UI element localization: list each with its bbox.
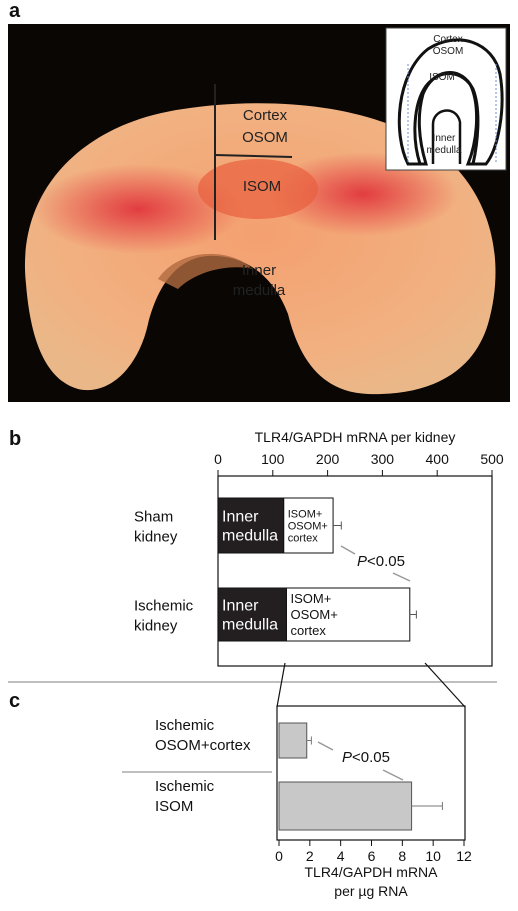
chart-c-bar-1 [278,781,413,831]
chart-c-tick-label: 2 [306,848,314,864]
chart-b-annotation-connector-lower [392,572,411,582]
chart-b-tick-label: 300 [371,451,395,467]
osom-label: OSOM [242,129,288,146]
cortex-label: Cortex [243,107,288,124]
zoom-line-left [276,662,286,708]
chart-b-annotation: P<0.05 [340,545,411,582]
chart-c-category-0-line2: OSOM+cortex [155,737,251,754]
chart-c-tick-label: 10 [425,848,441,864]
inset-osom-label: OSOM [433,46,464,57]
chart-b-bar-outer-zones [286,587,411,642]
chart-b-tick-label: 500 [480,451,504,467]
horizontal-divider-line [214,154,293,158]
chart-b-tick-label: 400 [426,451,450,467]
chart-b-ticks: 0 100 200 300 400 500 [214,451,504,476]
chart-b-bar-label-1-1-line1: ISOM+ [291,591,332,606]
chart-b-bar-label-0-1-line1: ISOM+ [288,508,323,520]
chart-c-tick-label: 6 [368,848,376,864]
chart-b-tick-label: 0 [214,451,222,467]
chart-b: TLR4/GAPDH mRNA per kidney 0 100 200 300 400… [134,429,504,667]
chart-b-bars: InnermedullaISOM+OSOM+cortexInnermedulla… [217,497,417,642]
chart-b-category-1-line1: Ischemic [134,598,194,615]
panel-a-label: a [9,0,21,22]
chart-b-bar-label-1-0-line1: Inner [222,598,259,615]
isom-red-band-center [198,159,318,219]
inset-papilla-outline [431,109,462,164]
chart-b-category-0-line2: kidney [134,529,178,546]
isom-red-band-right [268,152,458,236]
chart-c-annotation-connector-upper [317,741,334,751]
zoom-line-right [424,662,466,708]
chart-b-bar-inner-medulla [217,587,287,642]
chart-b-bar-label-0-0-line1: Inner [222,509,259,526]
chart-c-category-1-line1: Ischemic [155,778,215,795]
chart-b-category-1-line2: kidney [134,618,178,635]
chart-c-category-1-line2: ISOM [155,798,193,815]
inner-medulla-label-line1: Inner [242,262,276,279]
chart-c-xlabel-line1: TLR4/GAPDH mRNA [304,864,438,880]
panel-b-label: b [9,428,22,450]
chart-b-plot-frame [217,475,493,667]
chart-b-title: TLR4/GAPDH mRNA per kidney [255,429,456,445]
chart-b-annotation-connector-upper [340,545,356,555]
inset-cortex-label: Cortex [433,34,462,45]
isom-red-band-left [33,164,243,254]
inner-medulla-label-line2: medulla [233,282,286,299]
chart-c-category-0-line1: Ischemic [155,717,215,734]
chart-c-tick-label: 12 [456,848,472,864]
connector-lines [8,662,497,708]
chart-c-bar-0 [278,722,308,759]
inset-inner-medulla-label-line2: medulla [426,145,461,156]
chart-b-bar-label-1-1-line3: cortex [291,623,327,638]
chart-b-tick-label: 200 [316,451,340,467]
chart-b-tick-label: 100 [261,451,285,467]
inset-isom-label: ISOM [429,72,455,83]
chart-b-bar-label-0-1-line3: cortex [288,532,318,544]
chart-b-bar-label-1-1-line2: OSOM+ [291,607,338,622]
inset-inner-outline [413,72,480,165]
chart-c-ticks: 0 2 4 6 8 10 12 [275,840,472,864]
chart-c-annotation-connector-lower [382,769,404,781]
inset-inner-medulla-label-line1: Inner [433,133,456,144]
inset-schematic: Cortex OSOM ISOM Inner medulla [385,27,507,171]
papilla-shadow [158,253,253,289]
chart-b-bar-label-0-1-line2: OSOM+ [288,520,328,532]
chart-b-bar-inner-medulla [217,497,285,554]
isom-label: ISOM [243,178,281,195]
chart-b-bar-label-0-0-line2: medulla [222,528,278,545]
chart-b-category-0-line1: Sham [134,509,173,526]
kidney-cross-section-photo: Cortex OSOM ISOM Inner medulla Cortex OS… [8,24,510,402]
chart-c-annotation: P<0.05 [317,741,404,781]
chart-c-tick-label: 4 [337,848,345,864]
chart-c-tick-label: 0 [275,848,283,864]
panel-c-label: c [9,690,21,712]
chart-c-p-value: P<0.05 [342,749,390,766]
chart-b-bar-label-1-0-line2: medulla [222,617,278,634]
chart-b-p-value: P<0.05 [357,553,405,570]
chart-c-bars [278,722,443,831]
chart-b-bar-outer-zones [283,497,334,554]
chart-c-xlabel-line2: per µg RNA [334,883,408,899]
chart-c-tick-label: 8 [398,848,406,864]
